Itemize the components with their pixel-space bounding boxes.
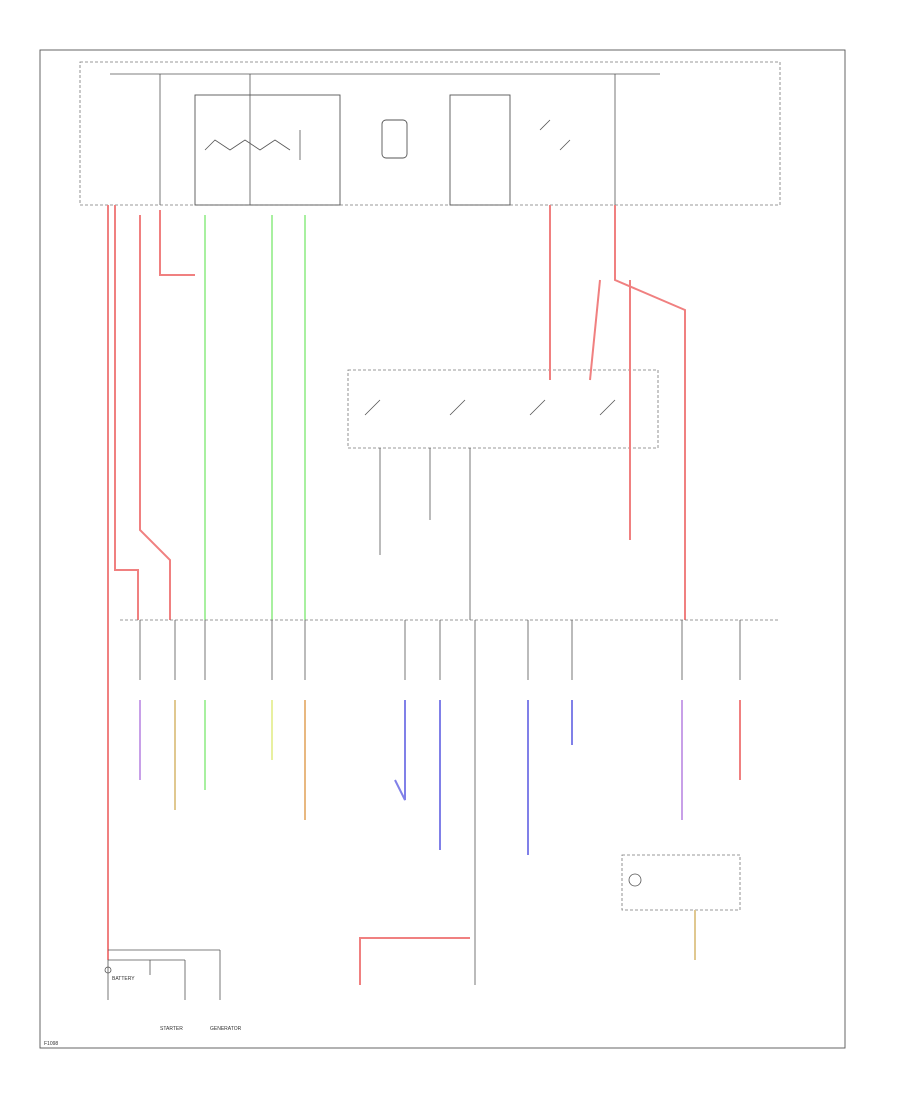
blue-wire-1 (394, 700, 406, 801)
diagram-frame (39, 49, 846, 1049)
red-wire-trunk-left (114, 205, 139, 620)
generator-label: GENERATOR (210, 1026, 242, 1032)
starter-label: STARTER (160, 1026, 183, 1032)
battery-label: BATTERY (112, 976, 135, 982)
lower-right-module (621, 854, 741, 911)
fuse-relay-module-left (194, 94, 341, 206)
battery-cluster (104, 949, 221, 1000)
ignition-switch-box (347, 369, 659, 449)
relay-indicator (381, 119, 408, 159)
fuse-relay-module-right (449, 94, 511, 206)
red-wire-bottom (359, 937, 470, 985)
footer-code: F1098 (44, 1041, 58, 1047)
central-electric-box (79, 61, 781, 206)
